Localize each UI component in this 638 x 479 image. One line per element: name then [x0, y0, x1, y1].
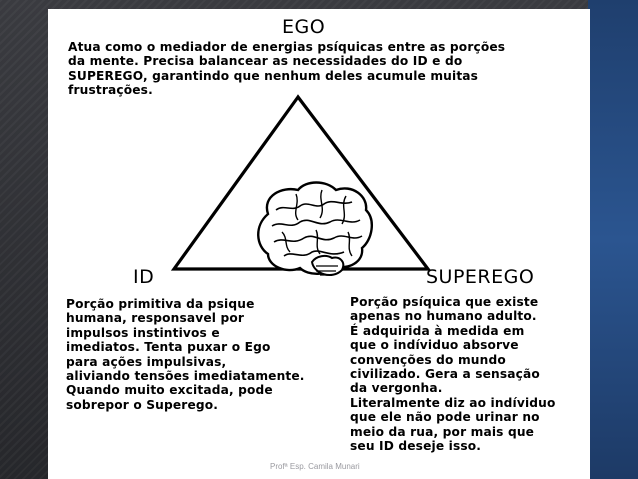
superego-title: SUPEREGO	[426, 266, 535, 288]
author-credit: Profª Esp. Camila Munari	[270, 462, 360, 471]
brain-icon	[257, 181, 373, 277]
side-accent-band	[588, 0, 638, 479]
id-description: Porção primitiva da psique humana, respo…	[66, 297, 305, 412]
id-title: ID	[133, 266, 155, 288]
ego-description: Atua como o mediador de energias psíquic…	[68, 40, 506, 98]
ego-title: EGO	[282, 16, 326, 38]
superego-description: Porção psíquica que existe apenas no hum…	[350, 295, 556, 454]
